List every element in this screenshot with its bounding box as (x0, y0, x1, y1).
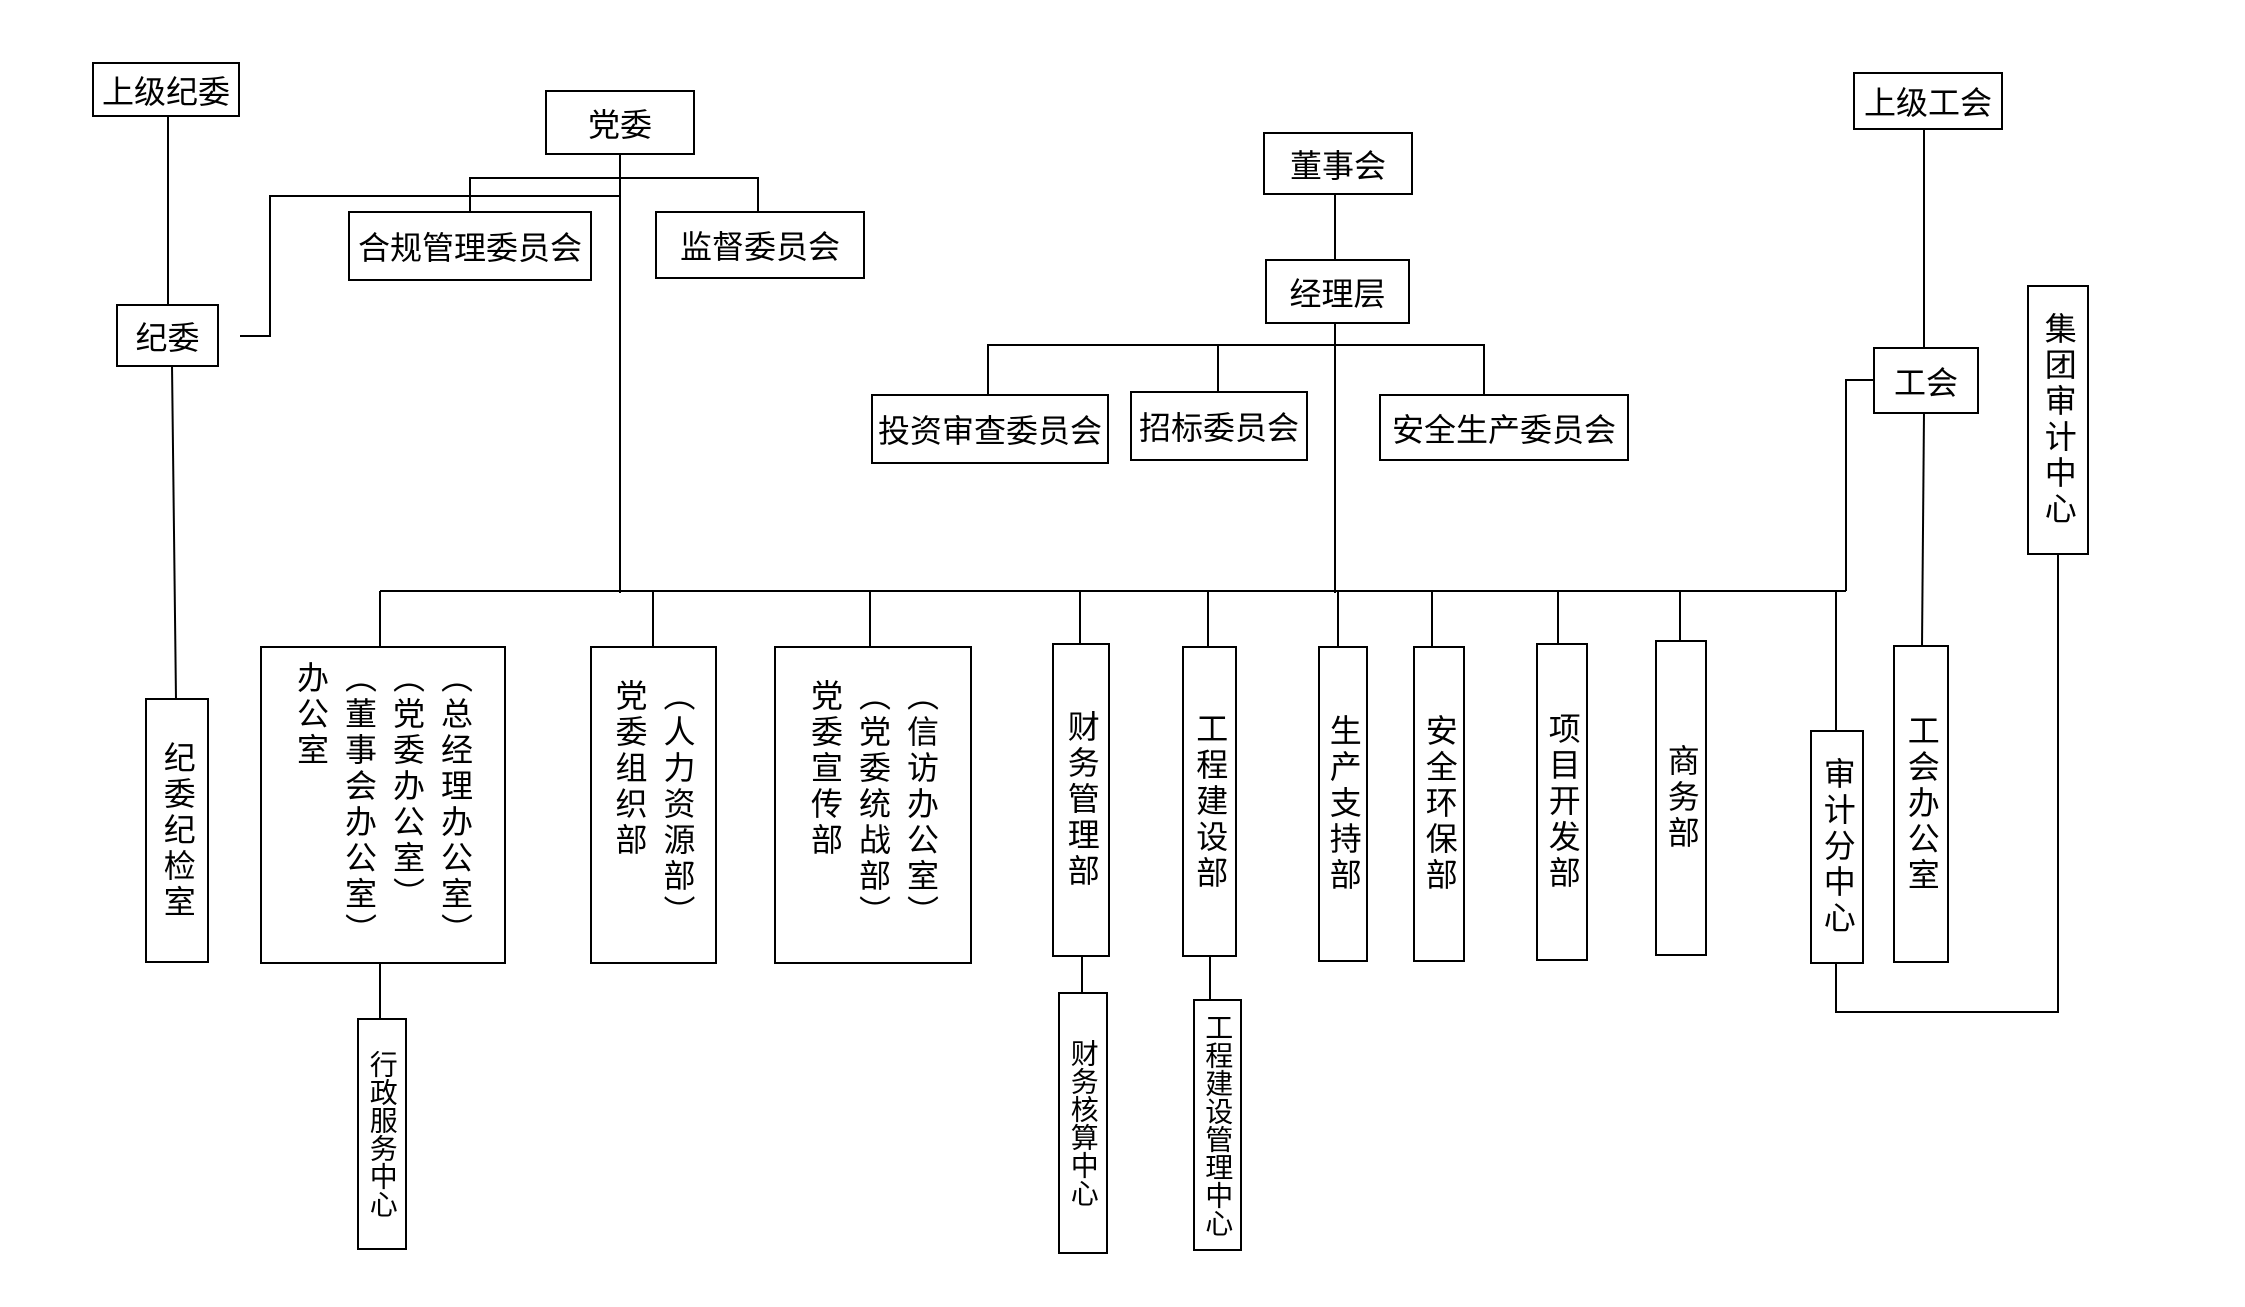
node-label: 生产支持部 (1324, 714, 1363, 894)
node-label: 纪委 (135, 318, 200, 357)
node-label: 监督委员会 (679, 228, 840, 266)
connector (240, 195, 620, 337)
node-upper-union: 上级工会 (1853, 72, 2003, 130)
node-label: 工会办公室 (1902, 714, 1941, 894)
node-party-committee: 党委 (545, 90, 695, 155)
node-union: 工会 (1873, 347, 1979, 414)
node-union-office: 工会办公室 (1893, 645, 1949, 963)
node-label: 经理层 (1289, 274, 1386, 313)
node-production-support: 生产支持部 (1318, 646, 1368, 962)
node-label: 项目开发部 (1543, 712, 1582, 892)
connector (1835, 553, 2059, 1013)
node-label: 合规管理委员会 (357, 229, 582, 267)
connector (469, 177, 620, 212)
node-label: （总经理办公室） （党委办公室） （董事会办公室） 办公室 (292, 661, 474, 949)
node-commerce: 商务部 (1655, 640, 1707, 956)
node-upper-discipline: 上级纪委 (92, 62, 240, 117)
node-finance-mgmt: 财务管理部 (1052, 643, 1110, 957)
node-engineering: 工程建设部 (1182, 646, 1237, 957)
node-label: 财务管理部 (1062, 710, 1101, 890)
node-label: 工程建设管理中心 (1201, 1013, 1235, 1237)
node-label: 商务部 (1662, 744, 1701, 852)
node-tender-committee: 招标委员会 (1130, 391, 1308, 461)
node-label: 行政服务中心 (365, 1050, 399, 1218)
connector (171, 364, 177, 701)
node-label: 工程建设部 (1191, 711, 1230, 892)
connector (1845, 379, 1874, 591)
node-label: 纪委纪检室 (158, 740, 197, 921)
node-engineering-mgmt: 工程建设管理中心 (1193, 999, 1242, 1251)
node-label: 上级纪委 (101, 72, 230, 111)
node-label: 党委 (587, 105, 652, 144)
connector (1921, 411, 1925, 648)
connector (987, 344, 1485, 396)
node-label: 财务核算中心 (1066, 1039, 1100, 1207)
node-label: 上级工会 (1863, 84, 1992, 122)
node-label: 安全环保部 (1420, 714, 1459, 894)
node-label: 招标委员会 (1138, 409, 1299, 447)
node-party-propaganda: （信访办公室） （党委统战部） 党委宣传部 (774, 646, 972, 964)
node-label: （信访办公室） （党委统战部） 党委宣传部 (806, 679, 940, 931)
node-label: 审计分中心 (1818, 757, 1857, 937)
node-label: 集团审计中心 (2039, 312, 2078, 528)
node-investment-committee: 投资审查委员会 (871, 394, 1109, 464)
node-compliance-committee: 合规管理委员会 (348, 211, 592, 281)
node-finance-accounting: 财务核算中心 (1058, 992, 1108, 1254)
node-safety-committee: 安全生产委员会 (1379, 394, 1629, 461)
node-discipline-office: 纪委纪检室 (145, 698, 209, 963)
node-label: 安全生产委员会 (1391, 410, 1616, 449)
node-safety-env: 安全环保部 (1413, 646, 1465, 962)
node-discipline-committee: 纪委 (116, 304, 219, 367)
node-management: 经理层 (1265, 259, 1410, 324)
connector (620, 177, 759, 212)
node-group-audit: 集团审计中心 (2027, 285, 2089, 555)
node-label: 工会 (1893, 363, 1958, 402)
node-supervision-committee: 监督委员会 (655, 211, 865, 279)
node-project-dev: 项目开发部 (1536, 643, 1588, 961)
node-audit-center: 审计分中心 (1810, 730, 1864, 964)
node-label: 投资审查委员会 (877, 412, 1102, 450)
node-general-office: （总经理办公室） （党委办公室） （董事会办公室） 办公室 (260, 646, 506, 964)
node-board: 董事会 (1263, 132, 1413, 195)
node-label: （人力资源部） 党委组织部 (610, 679, 697, 931)
node-label: 董事会 (1289, 146, 1386, 185)
node-admin-service: 行政服务中心 (357, 1018, 407, 1250)
node-party-org: （人力资源部） 党委组织部 (590, 646, 717, 964)
